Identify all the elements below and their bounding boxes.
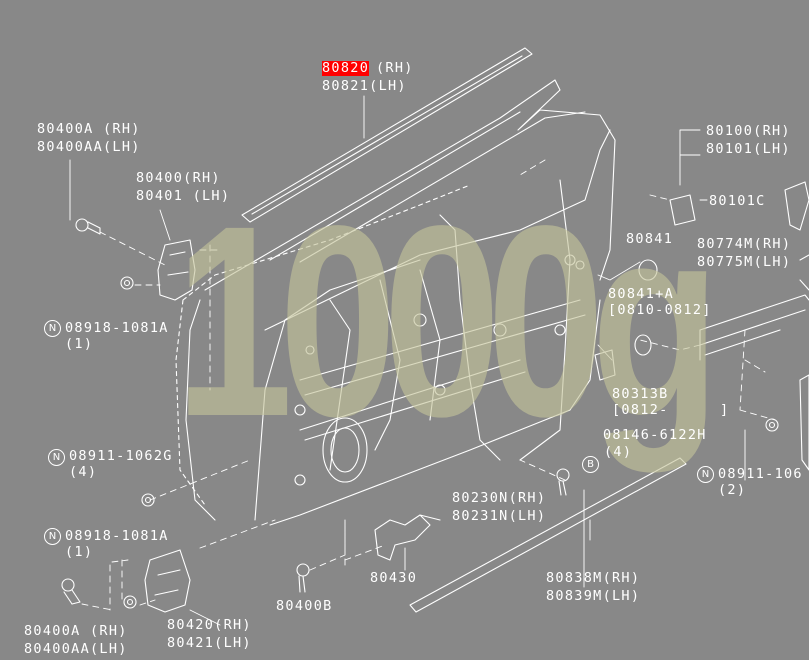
nut-right — [765, 418, 779, 432]
grommet-80841 — [638, 259, 658, 281]
nut-symbol-n: N — [48, 449, 65, 466]
bracket-80101c — [669, 194, 696, 226]
window-moulding-strip — [241, 47, 533, 223]
part-label-80101: 80101(LH) — [706, 141, 791, 157]
part-label-80400b: 80400B — [276, 598, 333, 614]
part-label-08918-1081a-top: 08918-1081A — [65, 320, 169, 336]
bolt-08146 — [556, 468, 570, 496]
part-label-80400a-bottom: 80400A (RH) — [24, 623, 128, 639]
nut-lower — [123, 595, 137, 609]
part-label-08918-1081a-bottom: 08918-1081A — [65, 528, 169, 544]
door-sash-rail — [699, 294, 809, 361]
part-label-80400aa-top: 80400AA(LH) — [37, 139, 141, 155]
part-label-80839m: 80839M(LH) — [546, 588, 641, 604]
part-label-80775m: 80775M(LH) — [697, 254, 792, 270]
speaker-hole — [322, 417, 368, 483]
watermark-text: 1000g — [175, 169, 720, 473]
upper-hinge — [157, 239, 196, 301]
part-label-80313b: 80313B — [612, 386, 669, 402]
nut-middle — [141, 493, 155, 507]
lower-hinge — [144, 549, 191, 613]
rocker-moulding — [409, 457, 687, 613]
door-latch — [594, 349, 616, 381]
bolt-80400a-bottom — [61, 578, 81, 605]
part-label-08911-106: 08911-106 — [718, 466, 803, 482]
part-qty-08918-bottom: (1) — [65, 544, 94, 560]
part-label-80821: 80821(LH) — [322, 78, 407, 94]
part-range-80313b-close: ] — [720, 402, 730, 418]
part-label-80820: 80820 — [322, 60, 370, 76]
part-label-80231n: 80231N(LH) — [452, 508, 547, 524]
inner-door-panel — [254, 129, 611, 526]
nut-upper — [120, 276, 134, 290]
part-label-80820-rh: (RH) — [376, 60, 414, 76]
part-label-80430: 80430 — [370, 570, 418, 586]
part-label-80420: 80420(RH) — [167, 617, 252, 633]
part-qty-08146: (4) — [604, 444, 633, 460]
grommet-80841a — [634, 334, 652, 356]
part-label-80841a: 80841+A — [608, 286, 674, 302]
part-label-80838m: 80838M(RH) — [546, 570, 641, 586]
nut-symbol-n: N — [697, 466, 714, 483]
door-frame-outline — [185, 79, 616, 521]
part-range-80313b: [0812- — [612, 402, 669, 418]
bolt-symbol-b: B — [582, 456, 599, 473]
bolt-80400b — [296, 563, 310, 593]
part-label-80841: 80841 — [626, 231, 674, 247]
part-label-80400aa-bottom: 80400AA(LH) — [24, 641, 128, 657]
part-label-80101c: 80101C — [709, 193, 766, 209]
part-label-80400: 80400(RH) — [136, 170, 221, 186]
part-label-08911-1062g: 08911-1062G — [69, 448, 173, 464]
part-label-80401: 80401 (LH) — [136, 188, 231, 204]
part-label-80400a-top: 80400A (RH) — [37, 121, 141, 137]
leader-lines — [69, 95, 746, 626]
door-weatherstrip — [439, 179, 571, 461]
impact-beam — [299, 299, 586, 441]
part-range-80841a: [0810-0812] — [608, 302, 712, 318]
part-label-80230n: 80230N(RH) — [452, 490, 547, 506]
bolt-80400a-top — [75, 218, 101, 235]
part-qty-08911: (4) — [69, 464, 98, 480]
part-qty-08918-top: (1) — [65, 336, 94, 352]
nut-symbol-n: N — [44, 528, 61, 545]
part-label-80100: 80100(RH) — [706, 123, 791, 139]
part-label-08146-6122h: 08146-6122H — [603, 427, 707, 443]
nut-symbol-n: N — [44, 320, 61, 337]
door-skin-outline — [175, 184, 471, 506]
part-label-80421: 80421(LH) — [167, 635, 252, 651]
dashed-assembly-lines — [81, 159, 776, 611]
part-qty-08911-106: (2) — [718, 482, 747, 498]
door-check-link — [374, 514, 441, 561]
part-label-80774m: 80774M(RH) — [697, 236, 792, 252]
